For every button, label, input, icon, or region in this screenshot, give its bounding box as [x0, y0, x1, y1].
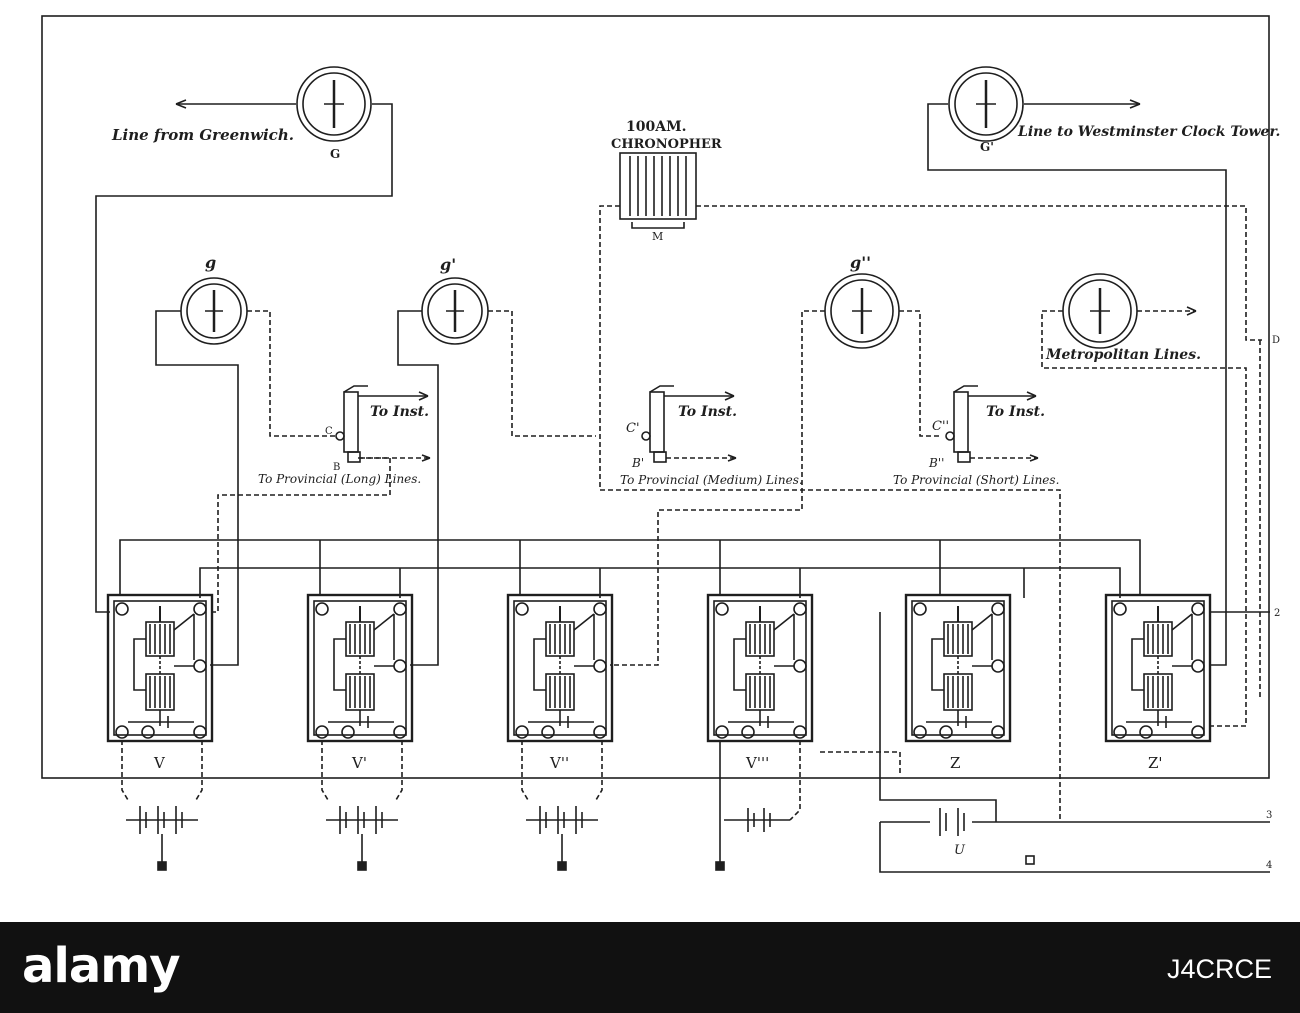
relay-label-1: V	[153, 754, 166, 772]
battery-2	[321, 740, 403, 871]
switch-C	[335, 385, 368, 463]
label-to-inst-1: To Inst.	[370, 404, 429, 420]
relay-box-6	[1104, 593, 1212, 743]
label-B-prime: B'	[631, 456, 644, 470]
switch-C-double-prime	[945, 385, 978, 463]
label-edge-D: D	[1272, 335, 1280, 346]
switch-C-prime	[641, 385, 674, 463]
galvanometer-g-double-prime	[824, 273, 900, 349]
label-C-prime: C'	[626, 421, 640, 436]
label-chronopher-time: 100AM.	[626, 119, 686, 135]
relay-label-2: V'	[351, 754, 367, 772]
label-line-to-westminster: Line to Westminster Clock Tower.	[1017, 124, 1280, 140]
label-provincial-medium: To Provincial (Medium) Lines.	[620, 473, 803, 487]
circuit-diagram: Line from Greenwich. G Line to Westminst…	[41, 15, 1280, 873]
label-C: C	[325, 426, 333, 437]
relay-box-2	[306, 593, 414, 743]
label-g-prime: g'	[440, 255, 456, 274]
label-line-from-greenwich: Line from Greenwich.	[111, 126, 294, 144]
chronopher	[619, 152, 697, 229]
label-chronopher: CHRONOPHER	[611, 137, 722, 152]
relay-box-5	[904, 593, 1012, 743]
label-to-inst-3: To Inst.	[986, 404, 1045, 420]
label-B: B	[333, 462, 340, 473]
label-g: g	[205, 253, 216, 272]
label-provincial-short: To Provincial (Short) Lines.	[893, 473, 1059, 487]
label-to-inst-2: To Inst.	[678, 404, 737, 420]
relay-label-5: Z	[950, 754, 960, 772]
galvanometer-g-prime	[421, 277, 489, 345]
relay-box-4	[706, 593, 814, 743]
image-id: J4CRCE	[1166, 954, 1272, 984]
galvanometer-metropolitan	[1062, 273, 1138, 349]
relay-box-3	[506, 593, 614, 743]
label-G-prime: G'	[980, 140, 994, 154]
battery-1	[121, 740, 203, 871]
galvanometer-G	[296, 66, 372, 142]
label-G: G	[330, 147, 340, 161]
galvanometer-G-prime	[948, 66, 1024, 142]
battery-U	[820, 612, 1270, 873]
battery-4	[715, 740, 801, 871]
relay-label-6: Z'	[1148, 754, 1163, 772]
label-g-double-prime: g''	[850, 253, 871, 272]
relay-box-1	[106, 593, 214, 743]
label-metropolitan-lines: Metropolitan Lines.	[1045, 347, 1201, 363]
label-B-double-prime: B''	[928, 456, 944, 470]
label-provincial-long: To Provincial (Long) Lines.	[258, 472, 421, 486]
watermark-footer: alamy J4CRCE	[0, 922, 1300, 1013]
battery-3	[521, 740, 603, 871]
label-edge-2: 2	[1274, 608, 1280, 619]
galvanometer-g	[180, 277, 248, 345]
relay-label-4: V'''	[745, 754, 769, 772]
label-edge-4: 4	[1266, 860, 1272, 871]
outer-frame	[41, 15, 1270, 779]
label-battery-U: U	[954, 843, 966, 858]
relay-label-3: V''	[549, 754, 569, 772]
label-M: M	[652, 230, 663, 243]
brand-logo: alamy	[22, 938, 181, 994]
label-C-double-prime: C''	[932, 419, 949, 434]
label-edge-3: 3	[1266, 810, 1272, 821]
